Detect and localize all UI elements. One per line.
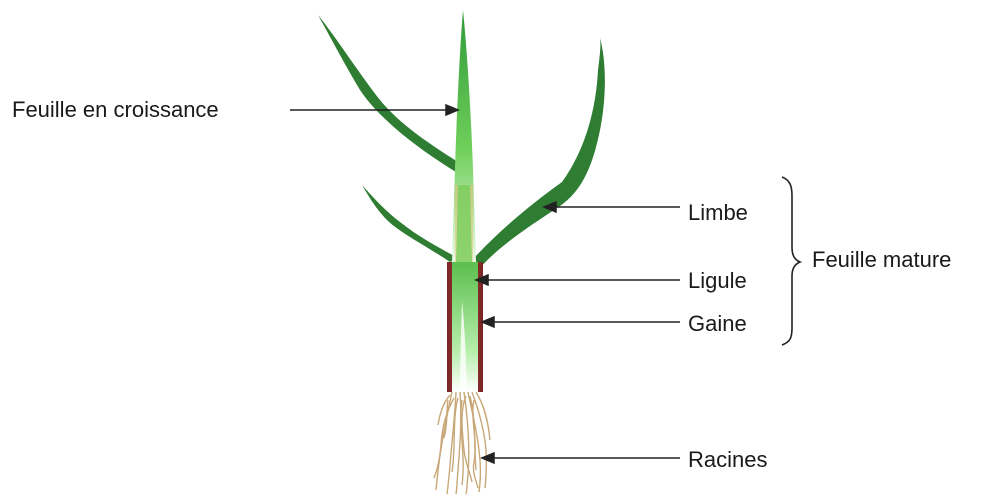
leaf-upper-left [318, 15, 464, 172]
leaf-lower-left [362, 185, 458, 262]
leaf-growing-overlay [456, 185, 472, 262]
arrows [290, 105, 680, 463]
label-ligule: Ligule [688, 270, 747, 292]
label-sheath: Gaine [688, 313, 747, 335]
label-blade: Limbe [688, 202, 748, 224]
label-mature-leaf: Feuille mature [812, 249, 951, 271]
roots [434, 392, 490, 494]
label-roots: Racines [688, 449, 767, 471]
mature-leaf-brace [782, 177, 800, 345]
leaf-right-blade [474, 38, 605, 268]
label-growing-leaf: Feuille en croissance [12, 99, 219, 121]
